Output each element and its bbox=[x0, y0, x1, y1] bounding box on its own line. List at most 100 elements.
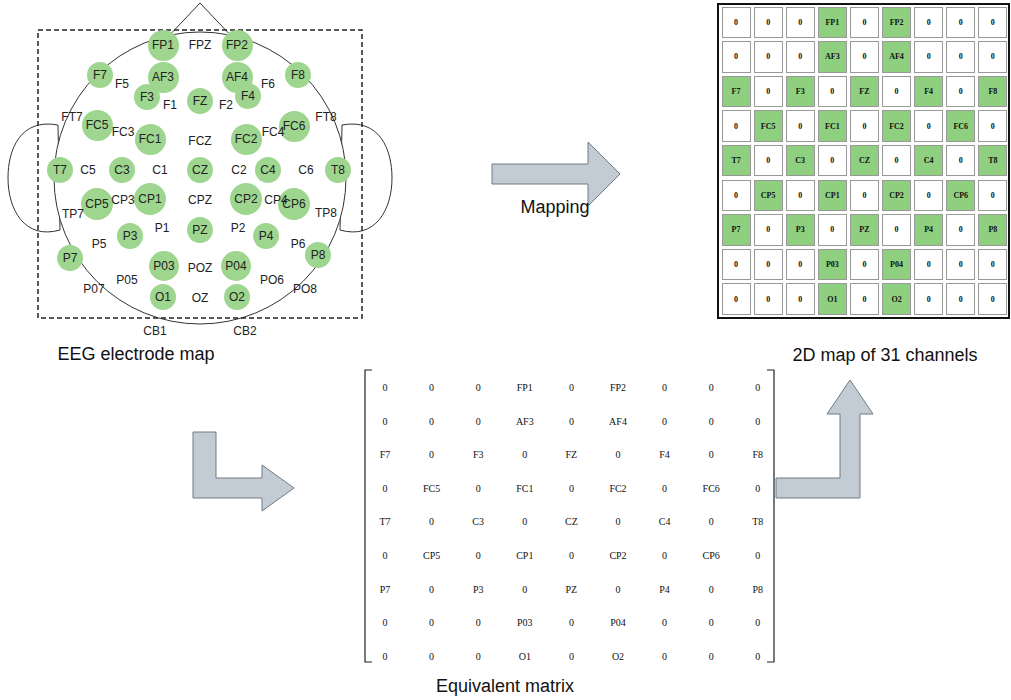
grid-cell: 0 bbox=[850, 180, 879, 212]
cell-text: FC2 bbox=[889, 122, 904, 131]
cell-text: 0 bbox=[927, 295, 931, 304]
grid-cell: FC1 bbox=[818, 110, 847, 142]
cell-text: FZ bbox=[859, 87, 869, 96]
electrode-circle: CZ bbox=[187, 157, 213, 183]
matrix-entry: 0 bbox=[476, 482, 481, 493]
grid-cell: P8 bbox=[978, 214, 1007, 246]
electrode-label: F1 bbox=[163, 98, 177, 112]
grid-cell: C4 bbox=[914, 145, 943, 177]
cell-text: 0 bbox=[734, 52, 738, 61]
electrode-label: C2 bbox=[231, 163, 246, 177]
electrode-name: P4 bbox=[259, 229, 274, 243]
grid-cell: 0 bbox=[946, 283, 975, 315]
grid-cell: 0 bbox=[722, 7, 751, 39]
grid-cell: 0 bbox=[882, 76, 911, 108]
electrode-label: FCZ bbox=[188, 134, 211, 148]
matrix-entry: 0 bbox=[709, 382, 714, 393]
cell-text: CZ bbox=[859, 156, 870, 165]
grid-cell: 0 bbox=[914, 7, 943, 39]
cell-text: 0 bbox=[830, 156, 834, 165]
cell-text: 0 bbox=[830, 225, 834, 234]
cell-text: AF3 bbox=[825, 52, 840, 61]
grid-cell: F7 bbox=[722, 76, 751, 108]
matrix-entry: PZ bbox=[566, 583, 578, 594]
electrode-label: OZ bbox=[192, 291, 209, 305]
cell-text: O2 bbox=[891, 295, 901, 304]
grid-cell: CP2 bbox=[882, 180, 911, 212]
electrode-label: PO6 bbox=[260, 273, 284, 287]
electrode-name: F4 bbox=[241, 89, 255, 103]
matrix-entry: 0 bbox=[383, 382, 388, 393]
electrode-circle: FZ bbox=[187, 88, 213, 114]
grid-cell: 0 bbox=[754, 7, 783, 39]
electrode-name: P7 bbox=[63, 251, 78, 265]
electrode-name: FC2 bbox=[235, 132, 258, 146]
grid-cell: 0 bbox=[978, 110, 1007, 142]
electrode-label: CPZ bbox=[188, 193, 212, 207]
grid-cell: 0 bbox=[882, 145, 911, 177]
electrode-circle: T7 bbox=[47, 157, 73, 183]
cell-text: CP2 bbox=[889, 191, 904, 200]
cell-text: 0 bbox=[734, 295, 738, 304]
electrode-label: P5 bbox=[92, 237, 107, 251]
cell-text: 0 bbox=[734, 260, 738, 269]
grid-cell: P04 bbox=[882, 249, 911, 281]
cell-text: 0 bbox=[959, 52, 963, 61]
grid-cell: 0 bbox=[946, 76, 975, 108]
grid-cell: 0 bbox=[914, 283, 943, 315]
electrode-label: C1 bbox=[152, 163, 167, 177]
matrix-entry: 0 bbox=[709, 617, 714, 628]
matrix-entry: 0 bbox=[569, 415, 574, 426]
electrode-label: CB2 bbox=[233, 324, 256, 338]
grid-cell: CP1 bbox=[818, 180, 847, 212]
matrix-entry: 0 bbox=[709, 650, 714, 661]
cell-text: PZ bbox=[859, 225, 869, 234]
matrix-entry: P4 bbox=[659, 583, 670, 594]
cell-text: AF4 bbox=[889, 52, 904, 61]
grid-cell: 0 bbox=[722, 249, 751, 281]
grid-cell: O1 bbox=[818, 283, 847, 315]
cell-text: 0 bbox=[862, 52, 866, 61]
cell-text: P04 bbox=[890, 260, 903, 269]
electrode-name: PZ bbox=[192, 223, 207, 237]
grid-cell: AF4 bbox=[882, 41, 911, 73]
matrix-entry: T7 bbox=[379, 516, 390, 527]
grid-cell: FC2 bbox=[882, 110, 911, 142]
electrode-label: P05 bbox=[116, 273, 137, 287]
cell-text: T7 bbox=[731, 156, 740, 165]
matrix-entry: FC6 bbox=[703, 482, 720, 493]
cell-text: 0 bbox=[927, 122, 931, 131]
grid-cell: 0 bbox=[786, 180, 815, 212]
matrix-entry: CP6 bbox=[703, 550, 720, 561]
electrode-name: CZ bbox=[192, 163, 208, 177]
matrix-entry: 0 bbox=[569, 482, 574, 493]
cell-text: 0 bbox=[766, 52, 770, 61]
matrix-entry: P3 bbox=[473, 583, 484, 594]
matrix-entry: FC2 bbox=[609, 482, 626, 493]
cell-text: 0 bbox=[766, 156, 770, 165]
matrix-entry: 0 bbox=[569, 650, 574, 661]
matrix-entry: 0 bbox=[383, 550, 388, 561]
matrix-entry: P04 bbox=[610, 617, 626, 628]
caption: Mapping bbox=[520, 197, 589, 218]
matrix-entry: P7 bbox=[380, 583, 391, 594]
electrode-name: CP1 bbox=[138, 192, 161, 206]
matrix-entry: 0 bbox=[616, 449, 621, 460]
electrode-circle: CP2 bbox=[230, 183, 262, 215]
electrode-label: FC4 bbox=[262, 125, 285, 139]
electrode-label: C5 bbox=[80, 163, 95, 177]
electrode-label: TP7 bbox=[62, 207, 84, 221]
grid-cell: 0 bbox=[786, 249, 815, 281]
cell-text: 0 bbox=[895, 156, 899, 165]
electrode-label: F2 bbox=[219, 98, 233, 112]
caption: Equivalent matrix bbox=[436, 676, 574, 697]
cell-text: 0 bbox=[959, 156, 963, 165]
cell-text: F8 bbox=[988, 87, 997, 96]
cell-text: 0 bbox=[862, 122, 866, 131]
cell-text: P03 bbox=[826, 260, 839, 269]
electrode-name: P03 bbox=[153, 259, 174, 273]
matrix-entry: FP2 bbox=[610, 382, 626, 393]
cell-text: T8 bbox=[988, 156, 997, 165]
electrode-circle: P3 bbox=[117, 223, 143, 249]
cell-text: 0 bbox=[927, 260, 931, 269]
